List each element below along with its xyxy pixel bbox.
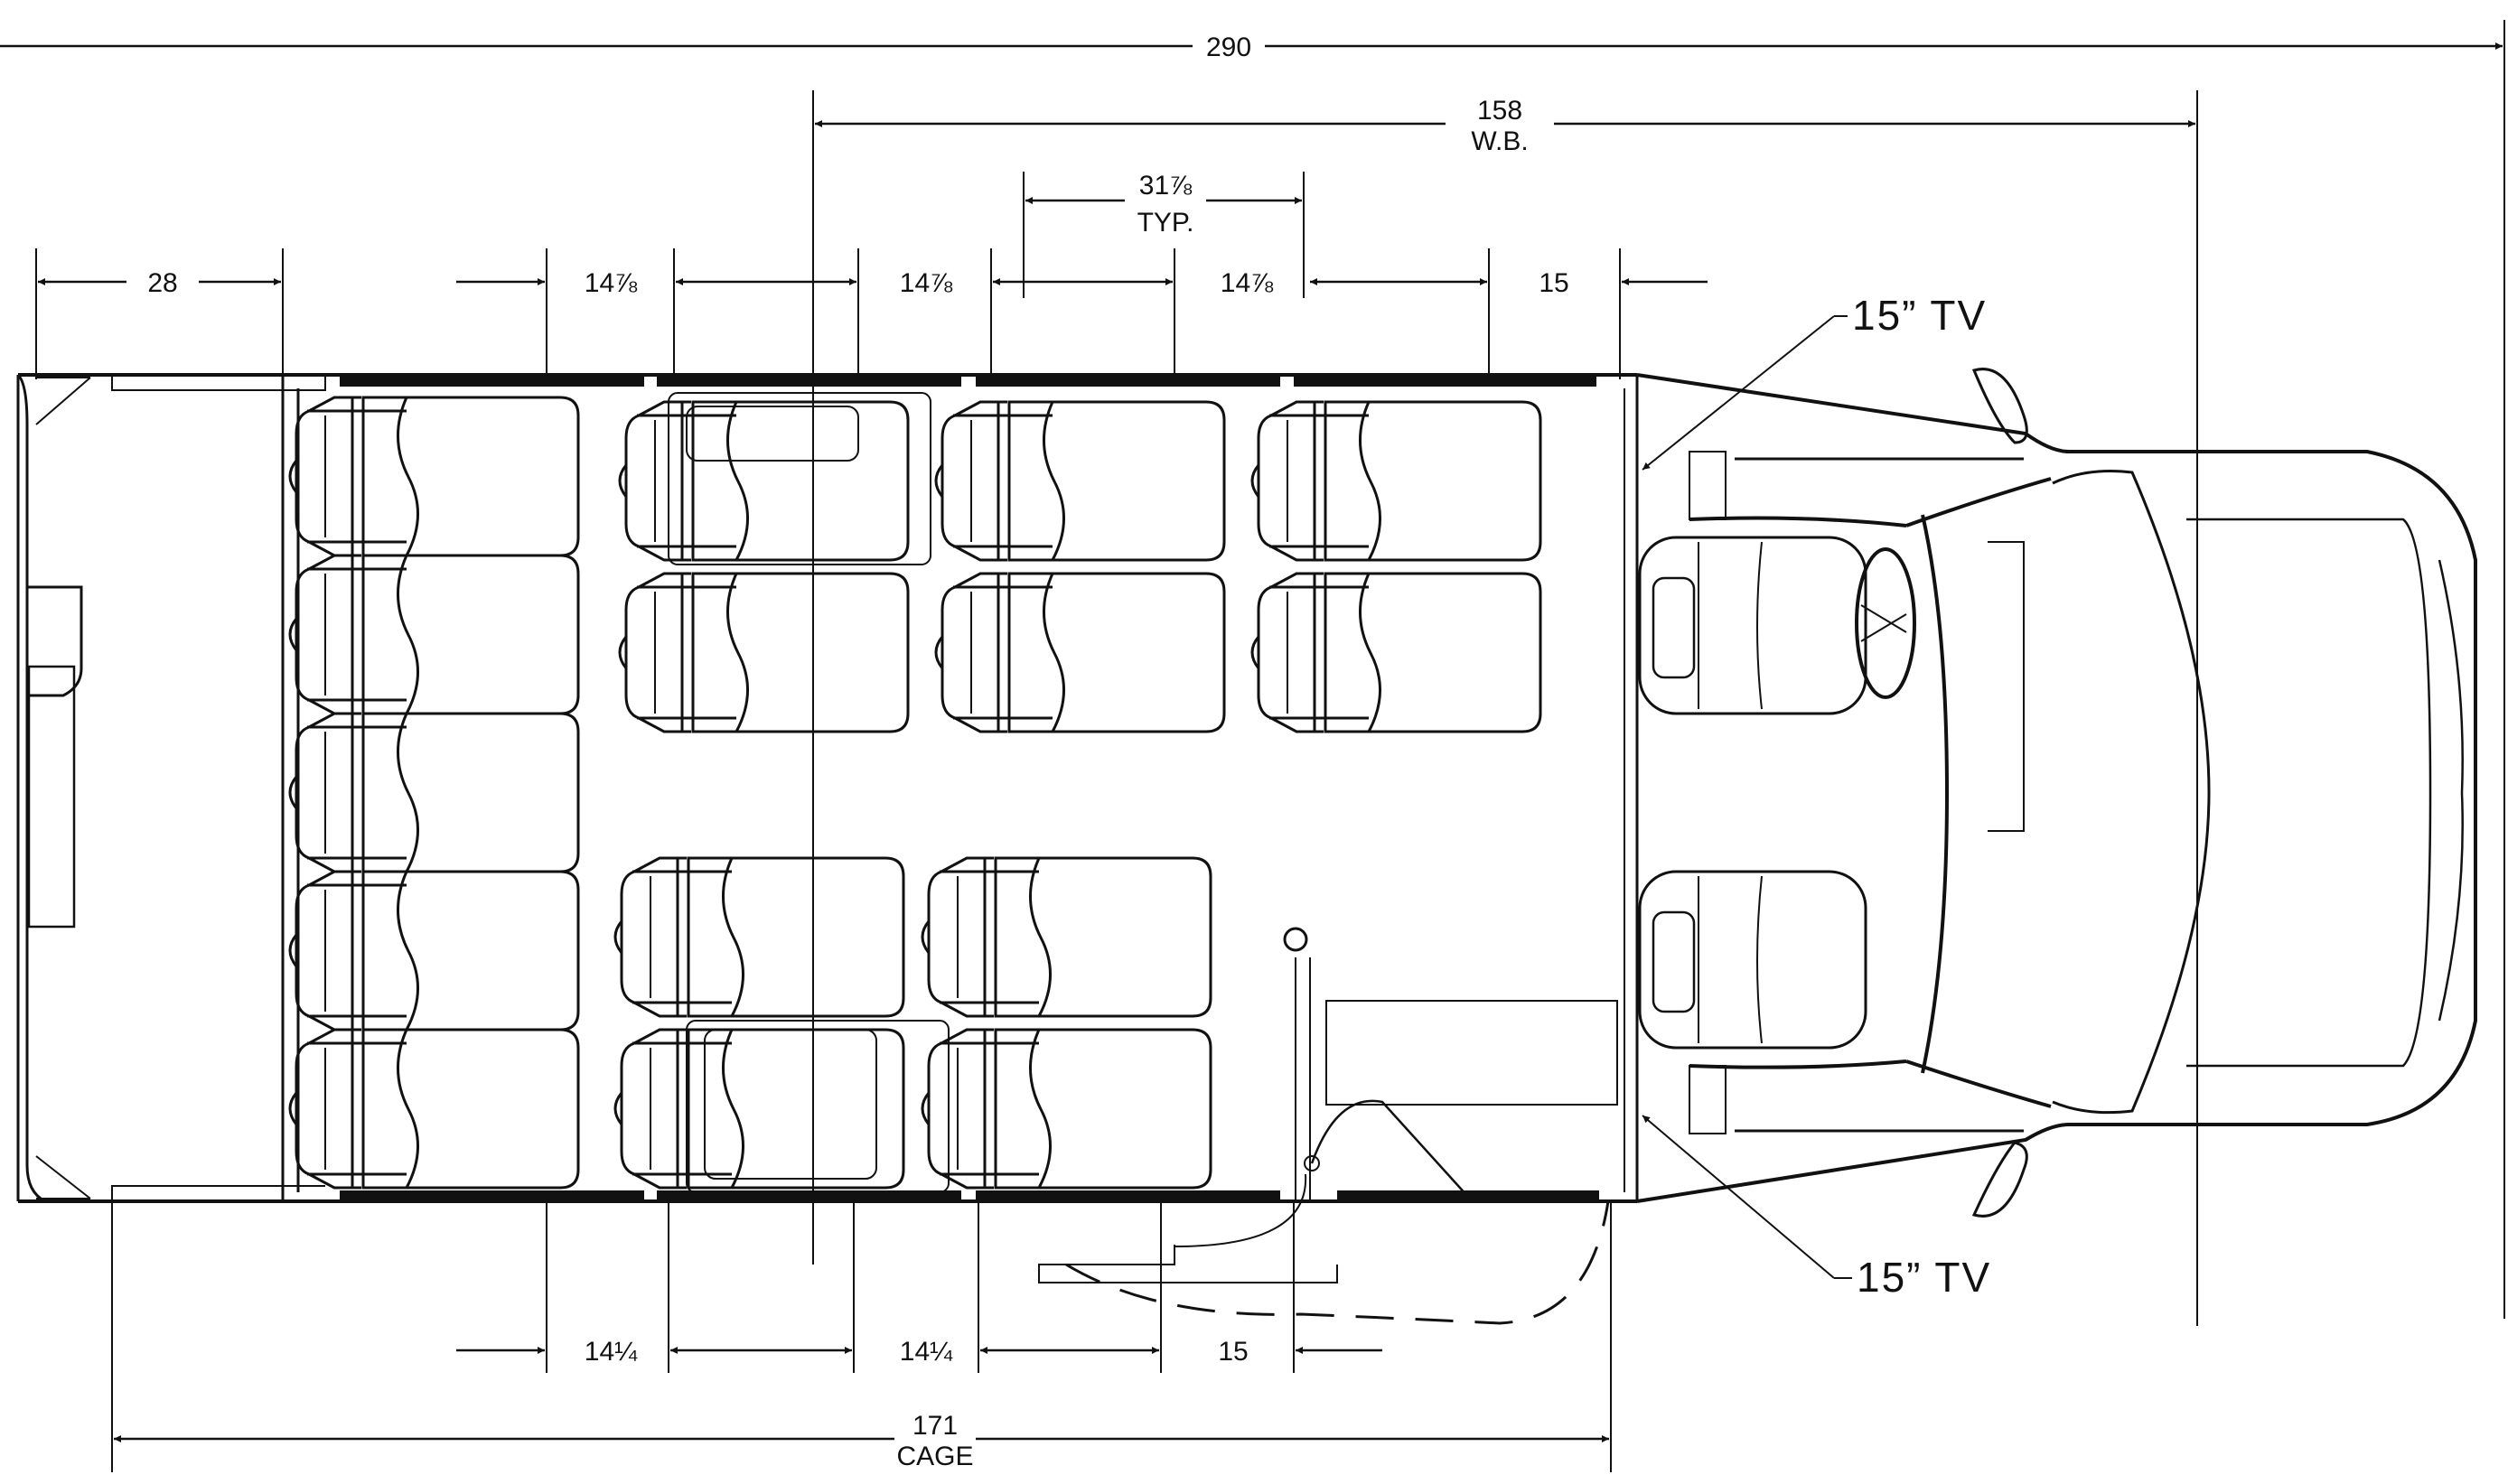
entry-area — [1038, 927, 1618, 1325]
aisle-bottom-1-label: 14¼ — [585, 1337, 638, 1367]
cage-label: CAGE — [896, 1442, 973, 1471]
aisle-top-2-label: 14⅞ — [900, 268, 953, 298]
wheelbase-dimension: 158 W.B. — [812, 90, 2198, 1326]
rear-bench — [288, 396, 580, 1190]
bottom-spacing-dimensions: 14¼ 14¼ 15 — [456, 1201, 1382, 1373]
mirror-top-icon — [1971, 368, 2028, 444]
top-spacing-dimensions: 28 14⅞ 14⅞ 14⅞ 15 — [35, 248, 1708, 379]
rear-overhang-label: 28 — [147, 268, 177, 298]
tv-bottom-label: 15” TV — [1857, 1254, 1991, 1301]
side-windows — [340, 374, 1599, 1203]
overall-length-label: 290 — [1206, 33, 1251, 62]
wheelbase-label: W.B. — [1471, 126, 1528, 156]
rear-step-icon — [27, 585, 83, 697]
driver-seat — [1638, 536, 1867, 715]
seat-pitch-dimension: 31⅞ TYP. — [1023, 171, 1305, 298]
overall-length-dimension: 290 — [0, 20, 2505, 1319]
tv-top-label: 15” TV — [1852, 292, 1987, 339]
steering-wheel-icon — [1855, 547, 1916, 699]
front-clearance-label: 15 — [1539, 268, 1568, 298]
passenger-front-seat — [1638, 870, 1867, 1050]
aisle-bottom-2-label: 14¼ — [900, 1337, 953, 1367]
aisle-top-3-label: 14⅞ — [1221, 268, 1274, 298]
cage-value: 171 — [912, 1411, 958, 1441]
aisle-top-1-label: 14⅞ — [585, 268, 638, 298]
seat-pitch-label: TYP. — [1137, 208, 1194, 238]
tv-callout-bottom: 15” TV — [1642, 1115, 1991, 1301]
mirror-bottom-icon — [1971, 1141, 2028, 1218]
grab-rail-icon — [1283, 927, 1308, 952]
passenger-seats — [613, 400, 1542, 1190]
rear-door-handle — [27, 665, 76, 929]
cage-dimension: 171 CAGE — [111, 1201, 1612, 1472]
wheelbase-value: 158 — [1477, 96, 1522, 126]
wheel-wells — [668, 392, 950, 1193]
cab — [1636, 368, 2477, 1218]
van-body — [16, 373, 1639, 1203]
door-clearance-label: 15 — [1218, 1337, 1248, 1367]
tv-callout-top: 15” TV — [1642, 292, 1987, 471]
seat-pitch-value: 31⅞ — [1139, 171, 1193, 201]
